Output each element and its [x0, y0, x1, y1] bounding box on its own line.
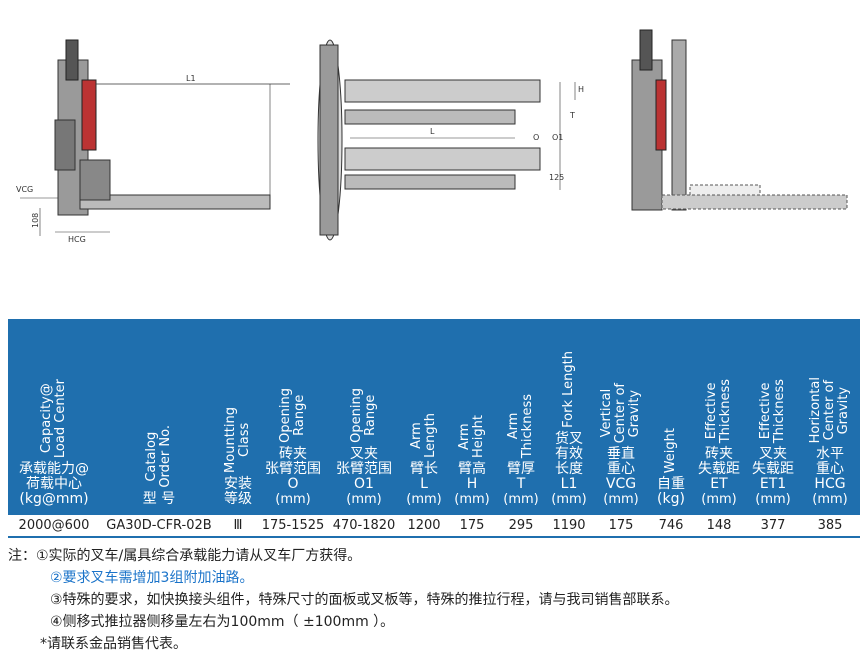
- column-header-en: Arm Height: [457, 415, 486, 458]
- column-header-cn: 砖夹 张臂范围 O: [265, 446, 321, 492]
- column-header: Effective Thickness 砖夹 失载距 ET(mm): [692, 319, 746, 514]
- dim-108: 108: [31, 213, 40, 228]
- column-header-cn: 水平 重心 HCG: [814, 446, 846, 492]
- side-view-drawing: L1 VCG 108 HCG: [16, 39, 290, 244]
- note-3: ③特殊的要求，如快换接头组件，特殊尺寸的面板或叉板等，特殊的推拉行程，请与我司销…: [50, 592, 679, 608]
- column-header: Arm Thickness 臂厚 T(mm): [496, 319, 546, 514]
- column-header-en: Arm Thickness: [506, 393, 535, 458]
- note-4: ④侧移式推拉器侧移量左右为100mm（ ±100mm ）。: [50, 614, 395, 630]
- column-header-unit: (mm): [812, 492, 848, 507]
- column-header: Effective Thickness 叉夹 失载距 ET1(mm): [746, 319, 800, 514]
- column-header-unit: (mm): [406, 492, 442, 507]
- column-header-unit: (mm): [603, 492, 639, 507]
- dim-T: T: [569, 111, 575, 120]
- column-header-en: Mountting Class: [223, 407, 252, 473]
- dim-O: O: [533, 133, 539, 142]
- column-header-cn: 自重 (kg): [657, 476, 685, 507]
- column-header-unit: (mm): [551, 492, 587, 507]
- column-header-en: Fork Length: [561, 351, 576, 428]
- column-header-unit: (mm): [503, 492, 539, 507]
- column-header-en: Opening Range: [278, 388, 307, 443]
- table-cell: 175: [592, 514, 650, 538]
- column-header-en: Horizontal Center of Gravity: [808, 376, 851, 443]
- column-header-cn: 臂长 L: [410, 461, 438, 492]
- table-cell: GA30D-CFR-02B: [100, 514, 218, 538]
- column-header-en: Catalog Order No.: [144, 425, 173, 488]
- column-header: Fork Length 货叉 有效 长度 L1(mm): [546, 319, 592, 514]
- side-view-right-drawing: [631, 29, 848, 211]
- column-header-unit: (mm): [346, 492, 382, 507]
- column-header-unit: (mm): [755, 492, 791, 507]
- dim-H: H: [578, 85, 584, 94]
- column-header-cn: 承载能力@ 荷载中心 (kg@mm): [19, 461, 89, 507]
- table-cell: 175-1525: [258, 514, 328, 538]
- column-header: Weight 自重 (kg): [650, 319, 692, 514]
- column-header-en: Capacity@ Load Center: [39, 378, 68, 458]
- notes: 注：①实际的叉车/属具综合承载能力请从叉车厂方获得。 ②要求叉车需增加3组附加油…: [8, 545, 679, 655]
- column-header-en: Opening Range: [349, 388, 378, 443]
- column-header-cn: 安装 等级: [224, 476, 252, 507]
- column-header-cn: 叉夹 失载距 ET1: [752, 446, 794, 492]
- table-cell: Ⅲ: [218, 514, 258, 538]
- column-header: Mountting Class 安装 等级: [218, 319, 258, 514]
- dim-L1: L1: [186, 74, 196, 83]
- table-cell: 377: [746, 514, 800, 538]
- dim-L: L: [430, 127, 435, 136]
- column-header-cn: 臂高 H: [458, 461, 486, 492]
- column-header-cn: 型 号: [142, 491, 176, 507]
- column-header: Opening Range 砖夹 张臂范围 O(mm): [258, 319, 328, 514]
- column-header-en: Arm Length: [409, 413, 438, 458]
- column-header-en: Weight: [663, 427, 678, 473]
- table-cell: 295: [496, 514, 546, 538]
- note-2: ②要求叉车需增加3组附加油路。: [50, 570, 254, 586]
- column-header-unit: (mm): [454, 492, 490, 507]
- column-header: Arm Height 臂高 H(mm): [448, 319, 496, 514]
- table-cell: 385: [800, 514, 860, 538]
- technical-drawings: L1 VCG 108 HCG L H O O1 T 125: [16, 29, 848, 244]
- column-header-cn: 叉夹 张臂范围 O1: [336, 446, 392, 492]
- note-1: 注：①实际的叉车/属具综合承载能力请从叉车厂方获得。: [8, 548, 362, 564]
- column-header: Arm Length 臂长 L(mm): [400, 319, 448, 514]
- table-cell: 1190: [546, 514, 592, 538]
- table-cell: 1200: [400, 514, 448, 538]
- column-header-unit: (mm): [275, 492, 311, 507]
- dim-125: 125: [549, 173, 564, 182]
- column-header-cn: 砖夹 失载距 ET: [698, 446, 740, 492]
- column-header-cn: 垂直 重心 VCG: [605, 446, 637, 492]
- column-header-en: Effective Thickness: [704, 378, 733, 443]
- dim-VCG: VCG: [16, 185, 33, 194]
- top-view-drawing: L H O O1 T 125: [317, 39, 584, 241]
- column-header-cn: 货叉 有效 长度 L1: [555, 431, 583, 492]
- note-5: *请联系金品销售代表。: [40, 636, 187, 652]
- column-header: Opening Range 叉夹 张臂范围 O1(mm): [328, 319, 400, 514]
- dim-HCG: HCG: [68, 235, 86, 244]
- dim-O1: O1: [552, 133, 563, 142]
- table-cell: 148: [692, 514, 746, 538]
- table-cell: 175: [448, 514, 496, 538]
- column-header-en: Vertical Center of Gravity: [599, 382, 642, 443]
- column-header: Capacity@ Load Center 承载能力@ 荷载中心 (kg@mm): [8, 319, 100, 514]
- column-header-unit: (mm): [701, 492, 737, 507]
- table-cell: 746: [650, 514, 692, 538]
- column-header-en: Effective Thickness: [758, 378, 787, 443]
- table-cell: 2000@600: [8, 514, 100, 538]
- table-cell: 470-1820: [328, 514, 400, 538]
- column-header: Catalog Order No. 型 号: [100, 319, 218, 514]
- column-header-cn: 臂厚 T: [507, 461, 535, 492]
